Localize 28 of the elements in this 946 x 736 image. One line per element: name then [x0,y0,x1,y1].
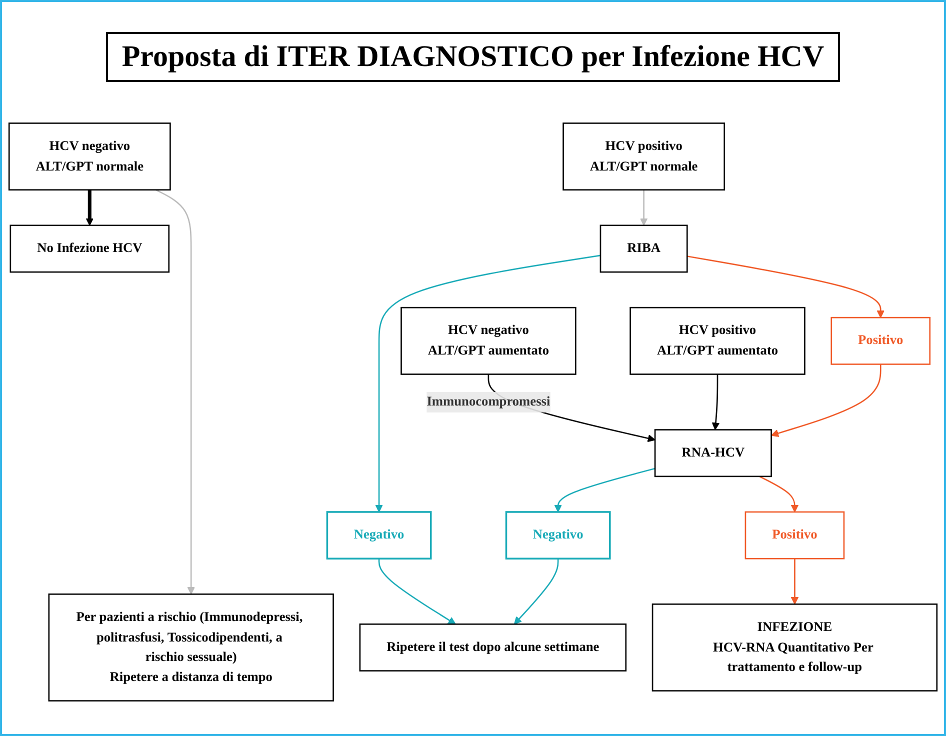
arrow [712,374,720,430]
node-box: Negativo [326,511,432,560]
title-heading: Proposta di ITER DIAGNOSTICO per Infezione HCV [106,32,840,82]
node-box: HCV positivo ALT/GPT normale [562,122,726,191]
node-box: No Infezione HCV [10,224,170,273]
arrow [378,558,456,624]
node-box: Ripetere il test dopo alcune settimane [359,623,627,672]
node-box: HCV positivo ALT/GPT aumentato [630,306,806,375]
arrow [770,364,882,438]
node-box: RIBA [600,224,688,273]
node-box: INFEZIONE HCV-RNA Quantitativo Per trattamento e follow-up [652,604,938,692]
node-box: Negativo [505,511,611,560]
node-box: RNA-HCV [654,429,772,478]
arrow [759,476,799,512]
arrow [554,468,656,512]
arrow [86,190,94,226]
arrow [375,254,601,512]
node-box: Positivo [744,511,845,560]
arrow [687,256,885,318]
arrow [790,558,799,605]
node-box: HCV negativo ALT/GPT normale [8,122,171,191]
node-box: HCV negativo ALT/GPT aumentato [400,306,576,375]
edge-label: Immunocompromessi [426,394,550,409]
node-box: Per pazienti a rischio (Immunodepressi, politrasfusi, Tossicodipendenti, a rischio sessuale) Ripetere a distanza di tempo [48,594,334,702]
arrow [640,190,648,226]
node-box: Positivo [830,316,931,365]
arrow [156,189,195,595]
arrow [514,558,559,624]
